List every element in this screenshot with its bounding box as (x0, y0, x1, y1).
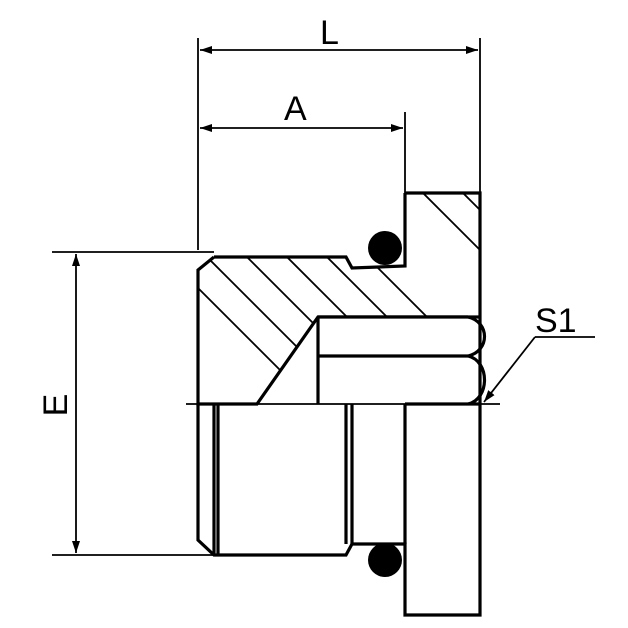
o-ring-upper (368, 231, 402, 265)
o-ring-lower (368, 543, 402, 577)
dimension-E (52, 251, 214, 556)
dimension-A (200, 112, 406, 193)
label-A: A (284, 90, 307, 128)
leader-S1 (483, 336, 595, 403)
plug-body-exterior (196, 402, 482, 617)
hex-socket (316, 315, 487, 406)
dimension-L (197, 38, 481, 250)
label-S1: S1 (535, 302, 577, 340)
label-E: E (37, 394, 75, 417)
label-L: L (320, 14, 339, 52)
